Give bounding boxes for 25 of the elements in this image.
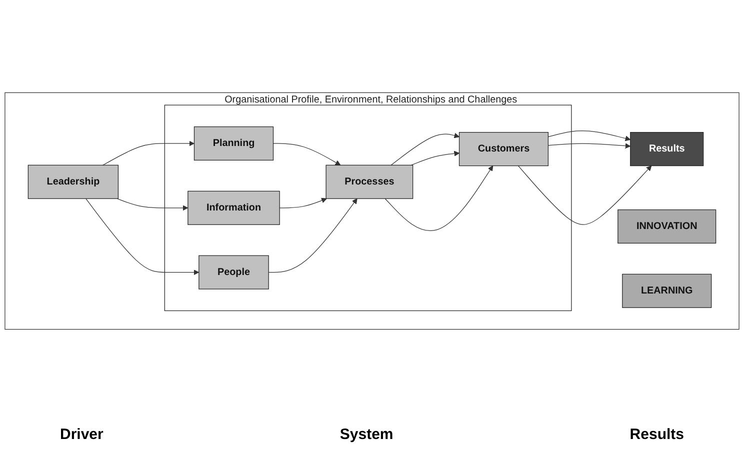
arrow bbox=[102, 140, 194, 166]
arrow bbox=[390, 132, 460, 166]
axis-caption: System bbox=[340, 426, 394, 443]
arrow bbox=[384, 166, 494, 231]
arrow bbox=[268, 198, 358, 273]
node-box: Customers bbox=[458, 132, 549, 166]
node-box: INNOVATION bbox=[618, 209, 716, 244]
arrow bbox=[116, 198, 188, 211]
node-box: Results bbox=[630, 132, 704, 166]
node-box: Planning bbox=[194, 126, 274, 161]
arrow bbox=[279, 198, 327, 208]
node-box: LEARNING bbox=[622, 274, 712, 308]
node-box: People bbox=[198, 255, 269, 290]
arrow bbox=[548, 143, 631, 149]
arrow bbox=[86, 198, 200, 276]
node-box: Leadership bbox=[28, 164, 119, 199]
arrow bbox=[518, 165, 652, 225]
arrow bbox=[410, 150, 460, 166]
axis-caption: Driver bbox=[60, 426, 104, 443]
node-box: Information bbox=[188, 190, 280, 225]
cluster bbox=[164, 104, 572, 312]
arrow bbox=[272, 143, 341, 166]
node-box: Processes bbox=[326, 164, 414, 199]
arrow bbox=[548, 130, 631, 142]
axis-caption: Results bbox=[630, 426, 684, 443]
